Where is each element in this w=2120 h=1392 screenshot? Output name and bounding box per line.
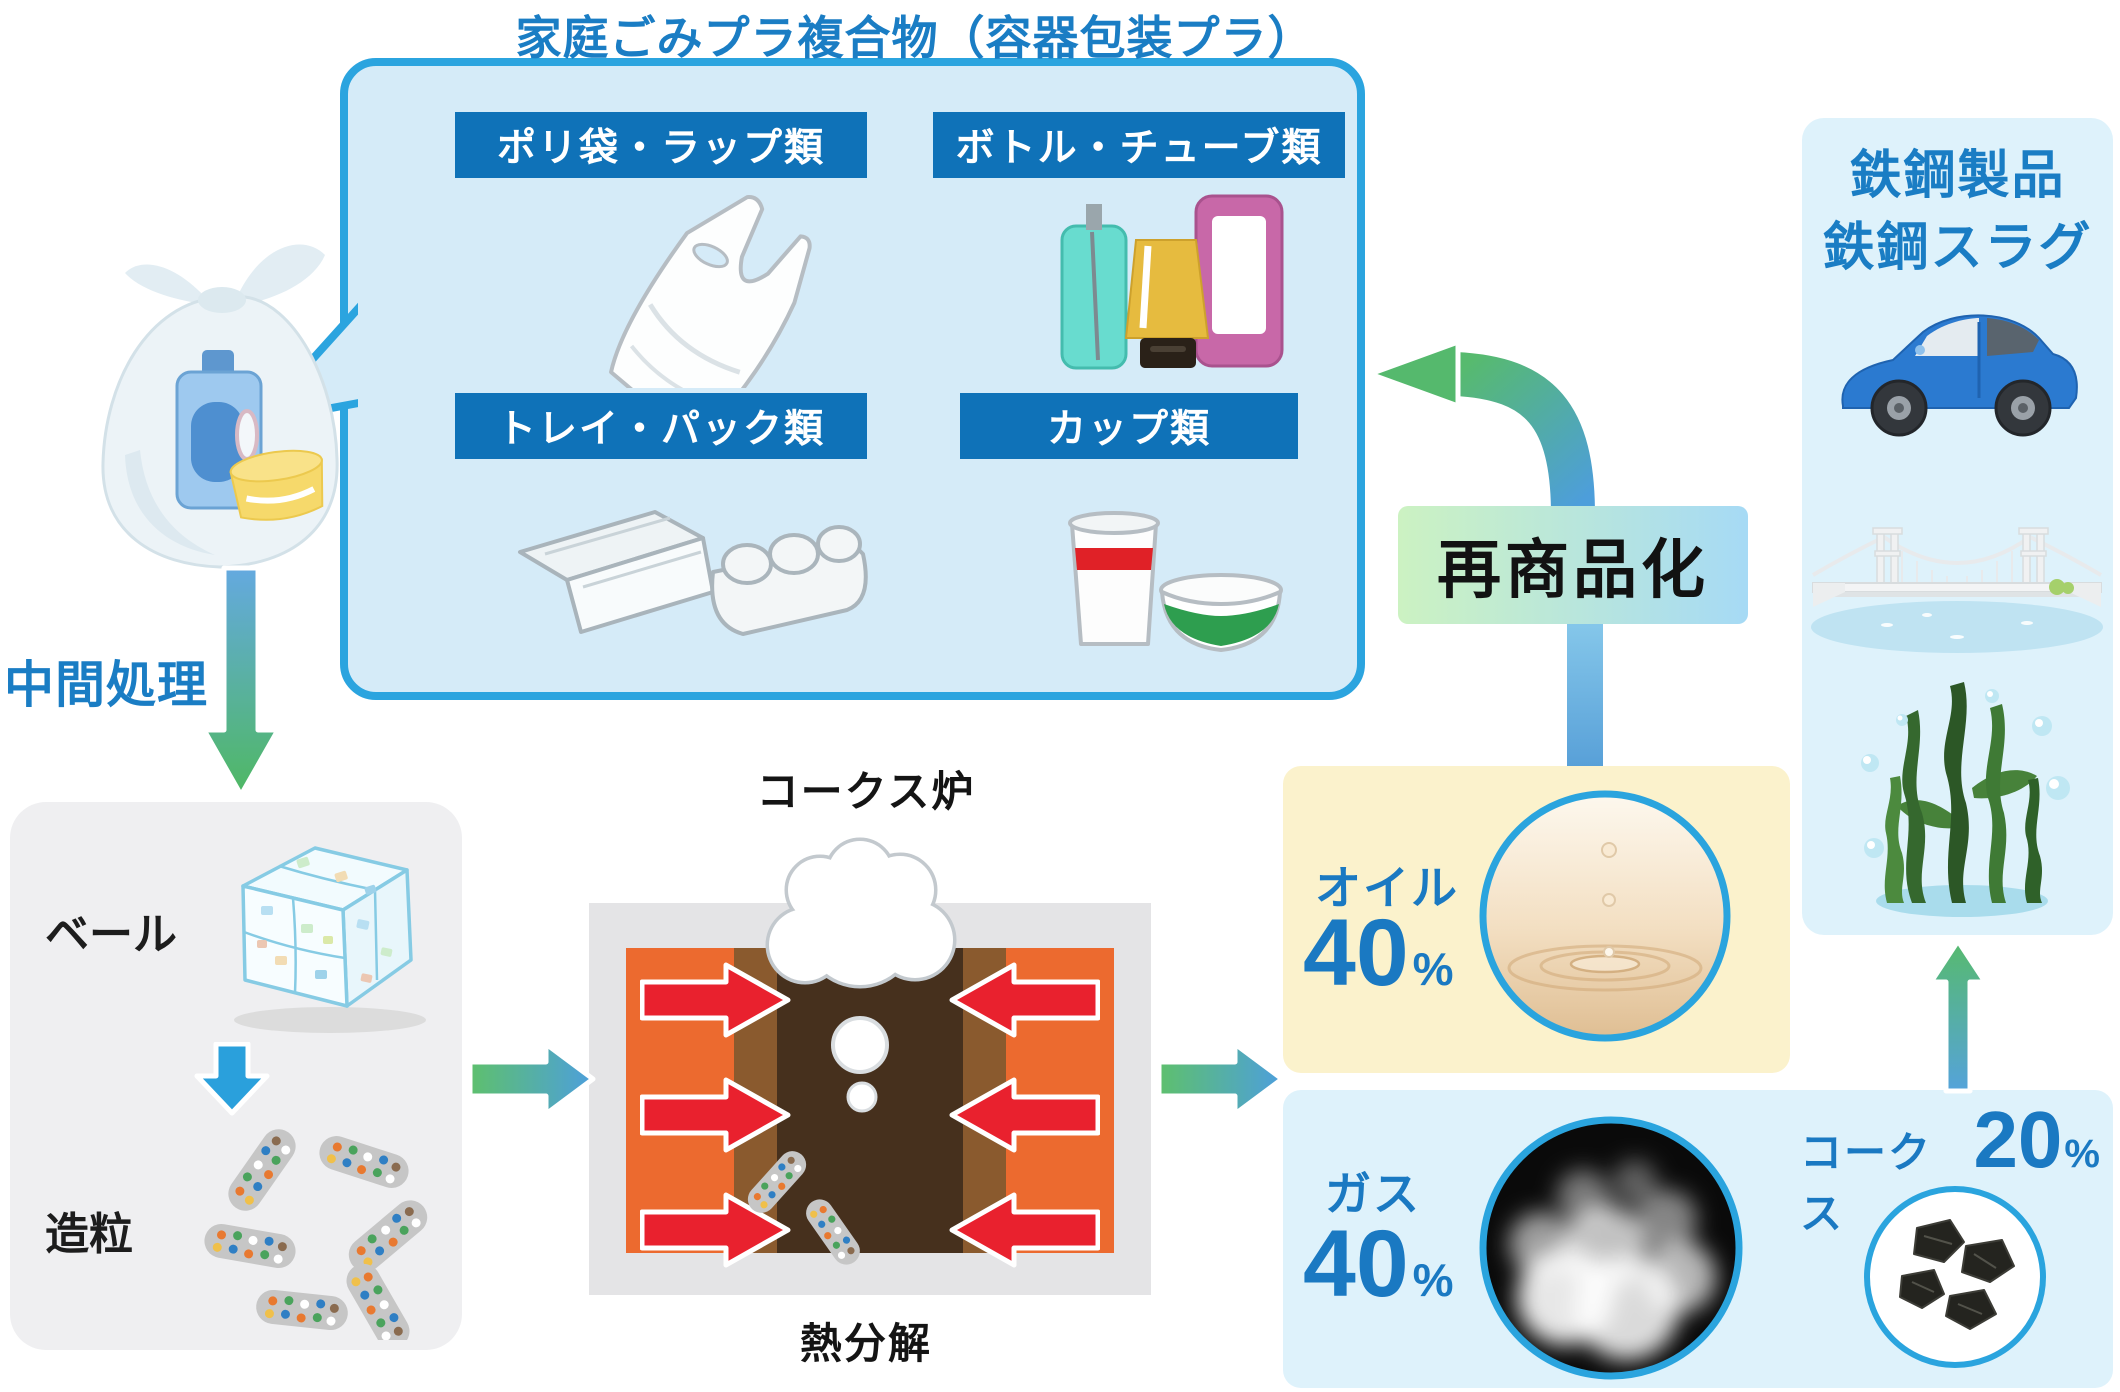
pyrolysis-label: 熱分解: [799, 1320, 932, 1367]
category-label-cup: カップ類: [960, 393, 1298, 459]
pellets-icon: [201, 1122, 435, 1340]
gas-photo: [1479, 1116, 1743, 1380]
heat-arrow-icon: [949, 962, 1100, 1038]
category-label-polybag: ポリ袋・ラップ類: [455, 112, 867, 178]
oil-percent: 40 %: [1303, 905, 1454, 1002]
seaweed-icon: [1861, 682, 2070, 917]
category-text: ボトル・チューブ類: [955, 127, 1323, 170]
category-text: ポリ袋・ラップ類: [496, 127, 825, 170]
intermediate-processing-label: 中間処理: [4, 657, 208, 713]
coke-photo: [1864, 1186, 2046, 1368]
flow-arrow-right-icon: [1157, 1041, 1285, 1117]
gas-label: ガス: [1325, 1168, 1421, 1220]
steel-title-line2: 鉄鋼スラグ: [1822, 219, 2093, 277]
granulation-label: 造粒: [45, 1210, 133, 1259]
heat-arrow-icon: [640, 1077, 791, 1153]
trays-packs-icon: [518, 510, 868, 636]
heat-arrow-icon: [949, 1077, 1100, 1153]
bale-icon: [234, 846, 426, 1033]
bale-label: ベール: [45, 910, 177, 959]
down-arrow-icon: [201, 565, 281, 798]
category-text: カップ類: [1046, 408, 1211, 451]
cups-icon: [1068, 511, 1283, 653]
garbage-bag-icon: [101, 244, 339, 569]
coke-percent: コークス 20 %: [1800, 1100, 2100, 1241]
recommercialization-text: 再商品化: [1437, 534, 1709, 606]
oven-pellets-icon: [742, 1145, 866, 1270]
gas-value: 40: [1303, 1211, 1409, 1317]
recycle-curve-arrow-icon: [1367, 339, 1602, 516]
gas-percent: 40 %: [1303, 1216, 1454, 1313]
recommercialization-badge: 再商品化: [1398, 506, 1748, 624]
steel-title-line1: 鉄鋼製品: [1849, 147, 2066, 205]
steel-title: 鉄鋼製品 鉄鋼スラグ: [1802, 140, 2113, 284]
oil-label: オイル: [1315, 862, 1459, 914]
coke-oven-label: コークス炉: [756, 768, 976, 815]
small-down-arrow-icon: [194, 1042, 270, 1116]
category-text: トレイ・パック類: [496, 408, 825, 451]
heat-arrow-icon: [640, 962, 791, 1038]
oil-photo: [1479, 790, 1731, 1042]
oil-unit: %: [1412, 943, 1454, 995]
heat-arrow-icon: [640, 1192, 791, 1268]
bridge-icon: [1811, 527, 2103, 653]
car-icon: [1841, 314, 2078, 437]
oil-value: 40: [1303, 900, 1409, 1006]
bottles-tubes-icon: [1060, 194, 1284, 370]
recycle-stem: [1562, 618, 1608, 772]
coke-value: 20: [1973, 1095, 2063, 1184]
flow-arrow-left-icon: [468, 1041, 596, 1117]
heat-arrow-icon: [949, 1192, 1100, 1268]
gas-unit: %: [1412, 1254, 1454, 1306]
coke-label: コークス: [1800, 1129, 1933, 1237]
category-label-tray-pack: トレイ・パック類: [455, 393, 867, 459]
plastic-bag-icon: [609, 195, 812, 388]
coke-unit: %: [2064, 1132, 2100, 1176]
category-label-bottle-tube: ボトル・チューブ類: [933, 112, 1345, 178]
smoke-cloud-icon: [765, 837, 957, 1113]
diagram-title: 家庭ごみプラ複合物（容器包装プラ）: [515, 12, 1315, 64]
up-arrow-icon: [1928, 938, 1988, 1094]
